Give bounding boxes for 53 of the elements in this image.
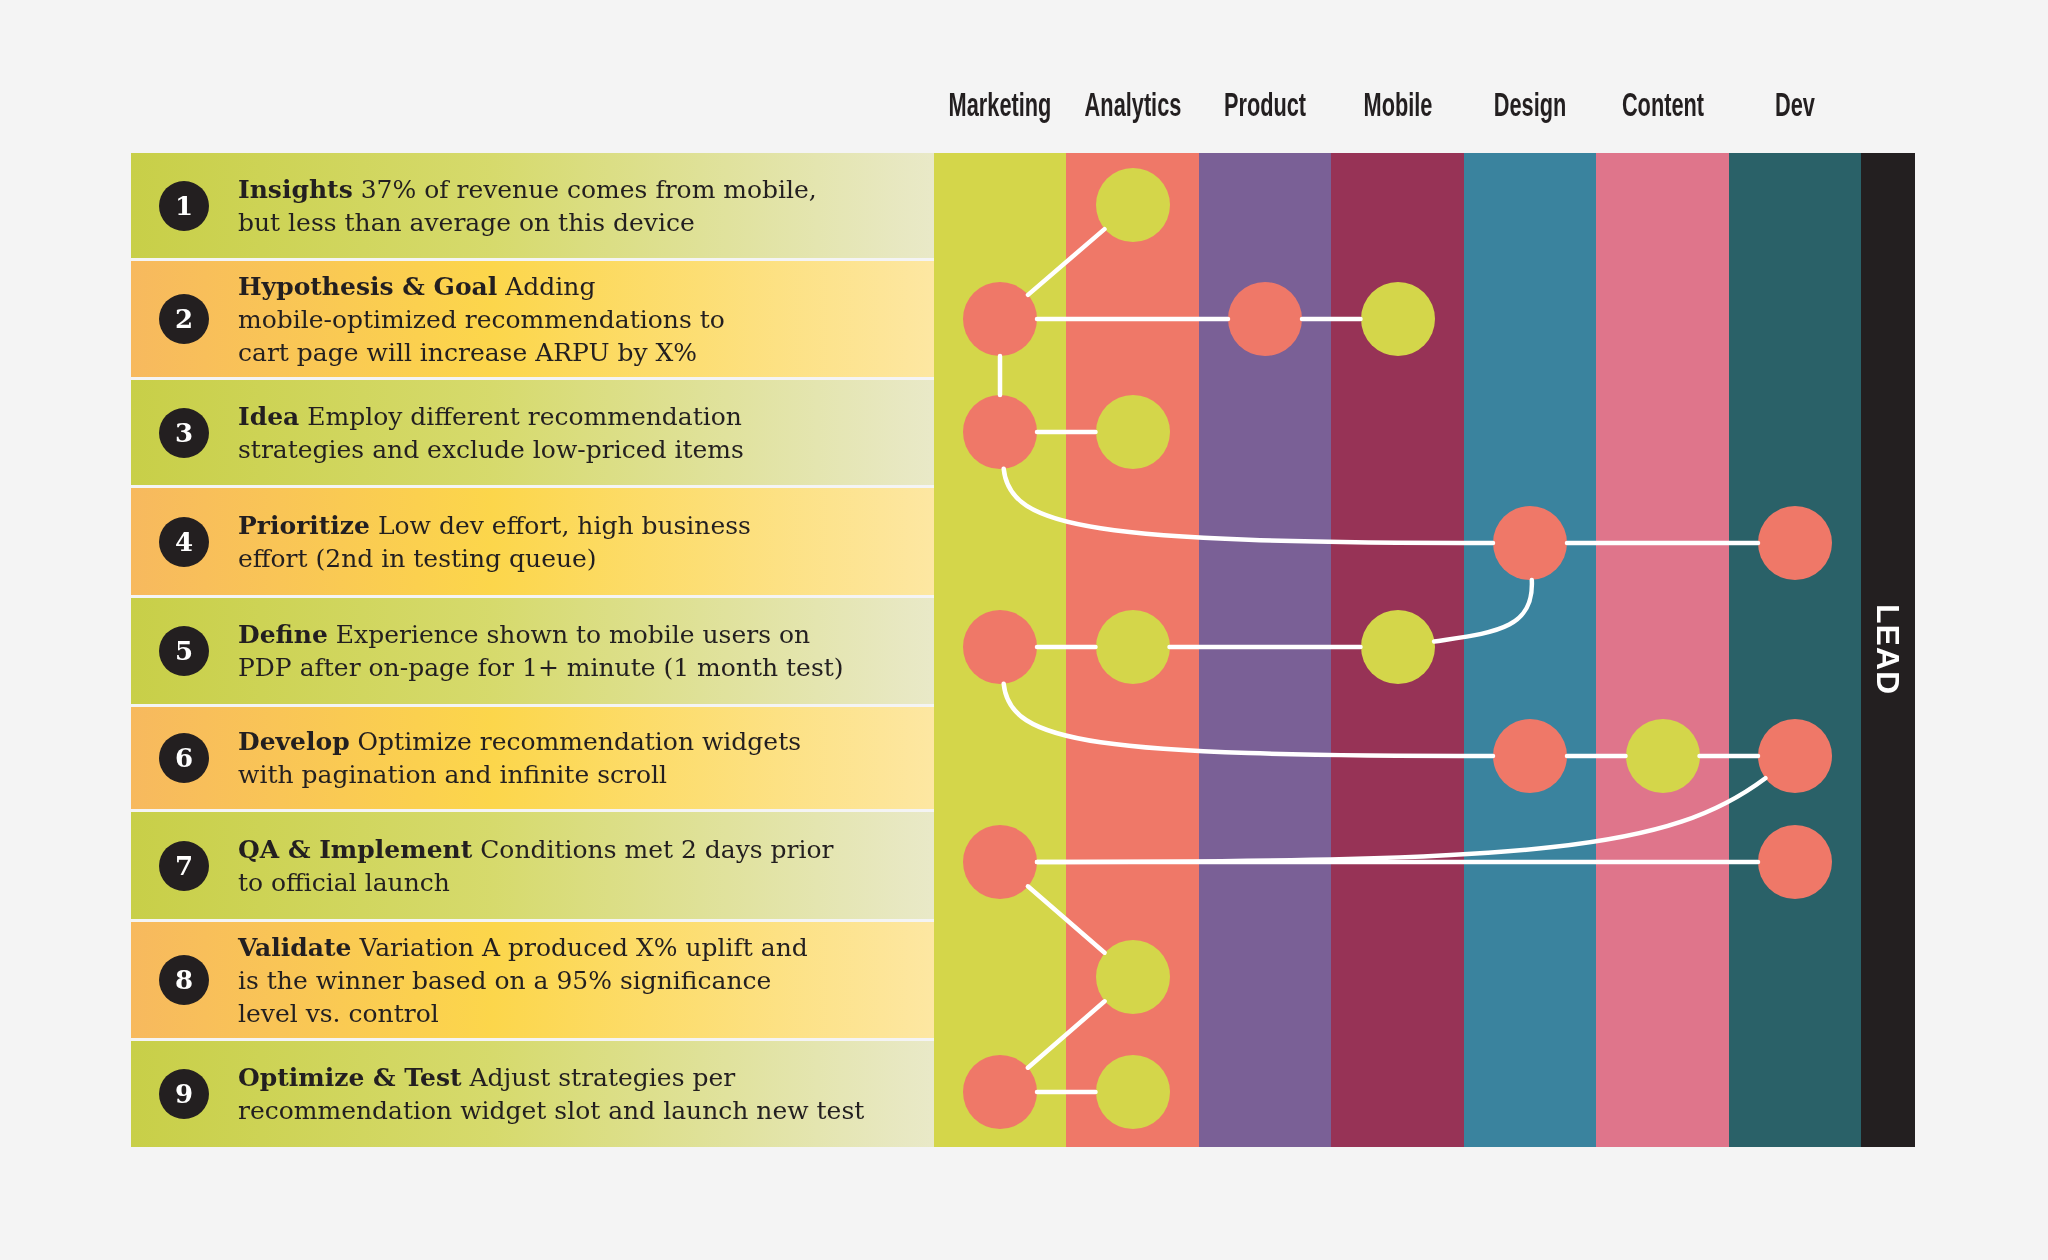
lead-bar bbox=[1861, 153, 1915, 1147]
step-number: 8 bbox=[159, 955, 209, 1005]
connector-line bbox=[1299, 316, 1363, 322]
column-header: Content bbox=[1621, 84, 1704, 124]
step-number: 3 bbox=[159, 408, 209, 458]
connector-line bbox=[1564, 540, 1761, 546]
step-description: Define Experience shown to mobile users on PDP after on-page for 1+ minute (1 month test) bbox=[238, 619, 845, 684]
connector-line bbox=[1034, 316, 1231, 322]
step-description: Validate Variation A produced X% uplift and is the winner based on a 95% significance level vs. control bbox=[238, 931, 809, 1030]
column-header: Marketing bbox=[948, 84, 1052, 124]
step-description: Develop Optimize recommendation widgets with pagination and infinite scroll bbox=[238, 726, 802, 791]
step-band bbox=[131, 598, 934, 704]
connector-line bbox=[1025, 884, 1107, 955]
step-band bbox=[131, 380, 934, 485]
step-band bbox=[131, 922, 934, 1038]
connector-line bbox=[1697, 753, 1761, 759]
step-number: 4 bbox=[159, 517, 209, 567]
step-number: 2 bbox=[159, 294, 209, 344]
lead-label: LEAD bbox=[1871, 604, 1905, 696]
step-number: 9 bbox=[159, 1069, 209, 1119]
connector-line bbox=[1167, 644, 1363, 650]
step-number: 6 bbox=[159, 733, 209, 783]
step-band bbox=[131, 153, 934, 258]
column-header: Mobile bbox=[1363, 84, 1432, 124]
connector-line bbox=[1034, 429, 1098, 435]
connector-line bbox=[1001, 466, 1496, 546]
step-number: 5 bbox=[159, 626, 209, 676]
step-band bbox=[131, 707, 934, 809]
step-description: Prioritize Low dev effort, high business effort (2nd in testing queue) bbox=[238, 509, 752, 575]
connector-line bbox=[1034, 1089, 1098, 1095]
column-header: Product bbox=[1223, 84, 1307, 124]
step-band bbox=[131, 1041, 934, 1147]
step-description: Idea Employ different recommendation strategies and exclude low-priced items bbox=[238, 400, 745, 466]
step-band bbox=[131, 488, 934, 595]
connector-line bbox=[1001, 681, 1496, 759]
step-band bbox=[131, 261, 934, 377]
step-number: 7 bbox=[159, 841, 209, 891]
column-header: Analytics bbox=[1084, 84, 1181, 124]
connector-line bbox=[1564, 753, 1628, 759]
connector-line bbox=[1025, 999, 1107, 1070]
column-header: Design bbox=[1493, 84, 1567, 124]
step-number: 1 bbox=[159, 181, 209, 231]
connector-line bbox=[1025, 226, 1107, 298]
connector-line bbox=[1034, 859, 1761, 865]
step-description: QA & Implement Conditions met 2 days prior to official launch bbox=[238, 833, 835, 899]
connector-line bbox=[1431, 577, 1535, 644]
step-description: Hypothesis & Goal Adding mobile-optimized recommendations to cart page will increase ARPU by X% bbox=[238, 270, 726, 369]
column-header: Dev bbox=[1775, 84, 1815, 124]
step-description: Insights 37% of revenue comes from mobile, but less than average on this device bbox=[238, 173, 818, 239]
connector-line bbox=[1034, 644, 1098, 650]
step-band bbox=[131, 812, 934, 919]
step-description: Optimize & Test Adjust strategies per recommendation widget slot and launch new test bbox=[238, 1062, 866, 1127]
connector-line bbox=[997, 353, 1003, 398]
